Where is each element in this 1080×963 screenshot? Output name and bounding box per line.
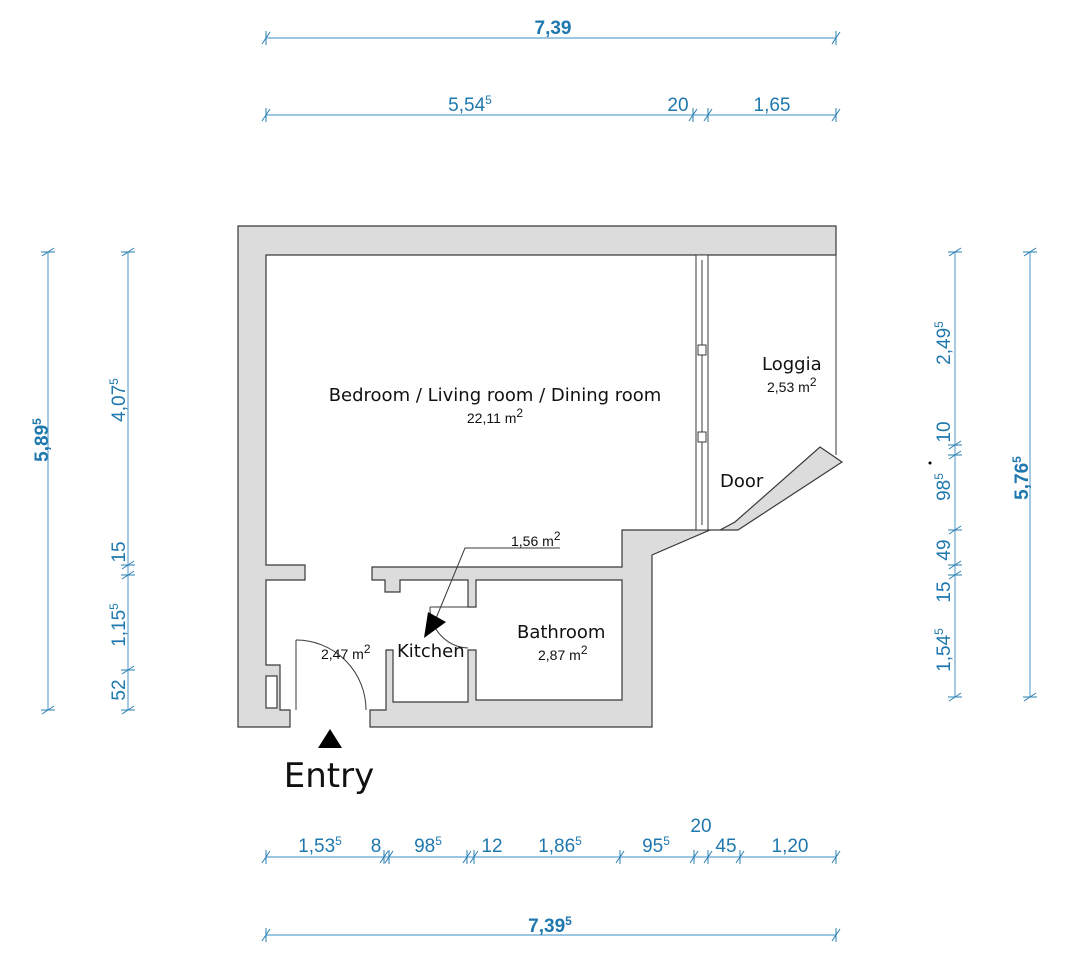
kitchen-name: Kitchen — [397, 641, 465, 662]
dim-bottom-part: 45 — [715, 836, 736, 857]
dim-bottom-part: 8 — [371, 836, 382, 857]
dimension-lines: 7,39 5,545 20 1,65 5,895 4,075 15 1,155 52 2,495 1… — [30, 18, 1037, 942]
window-mullion — [697, 344, 707, 356]
living-room-name: Bedroom / Living room / Dining room — [329, 385, 662, 406]
dim-top-part: 1,65 — [754, 95, 791, 116]
kitchen-area-leader — [431, 547, 560, 629]
wall-niche — [265, 675, 278, 709]
dim-top-part: 5,545 — [448, 93, 492, 116]
dim-left-part: 52 — [109, 679, 130, 700]
dim-left-total: 5,895 — [30, 418, 53, 462]
dim-bottom-total: 7,395 — [528, 914, 572, 937]
dim-right-part: 49 — [934, 539, 955, 560]
dim-left-part: 1,155 — [107, 603, 130, 647]
dim-right-part: 2,495 — [932, 321, 955, 365]
door-label: Door — [720, 471, 764, 492]
dot-mark — [928, 461, 932, 465]
entry-door-swing — [295, 639, 367, 711]
entry-label: Entry — [284, 756, 374, 796]
dim-bottom-part: 20 — [690, 816, 711, 837]
outer-wall-top-left — [237, 225, 837, 728]
window-mullion — [697, 431, 707, 443]
dim-left-part: 15 — [109, 541, 130, 562]
dim-right-part: 15 — [934, 581, 955, 602]
dim-top-total: 7,39 — [535, 18, 572, 39]
dim-bottom-part: 12 — [481, 836, 502, 857]
dim-bottom-part: 955 — [642, 834, 670, 857]
dim-bottom-part: 985 — [414, 834, 442, 857]
leader-arrowhead — [424, 612, 446, 638]
dim-bottom-part: 1,865 — [538, 834, 582, 857]
dim-left-part: 4,075 — [107, 378, 130, 422]
dim-bottom-part: 1,535 — [298, 834, 342, 857]
bathroom-area: 2,87 m2 — [538, 643, 588, 663]
walls — [237, 225, 932, 748]
entry-arrow-icon — [318, 729, 342, 748]
loggia-name: Loggia — [762, 354, 822, 375]
bathroom-name: Bathroom — [517, 622, 605, 643]
loggia-area: 2,53 m2 — [767, 375, 817, 395]
kitchen-area: 1,56 m2 — [511, 529, 561, 549]
inner-wall-south — [369, 446, 844, 728]
dim-bottom-part: 1,20 — [772, 836, 809, 857]
living-room-area: 22,11 m2 — [467, 406, 524, 426]
dim-right-total: 5,765 — [1010, 456, 1033, 500]
hall-area: 2,47 m2 — [321, 642, 371, 662]
dim-right-part: 1,545 — [932, 628, 955, 672]
dim-right-part: 10 — [934, 421, 955, 442]
dim-right-part: 985 — [932, 473, 955, 501]
dim-top-part: 20 — [667, 95, 688, 116]
